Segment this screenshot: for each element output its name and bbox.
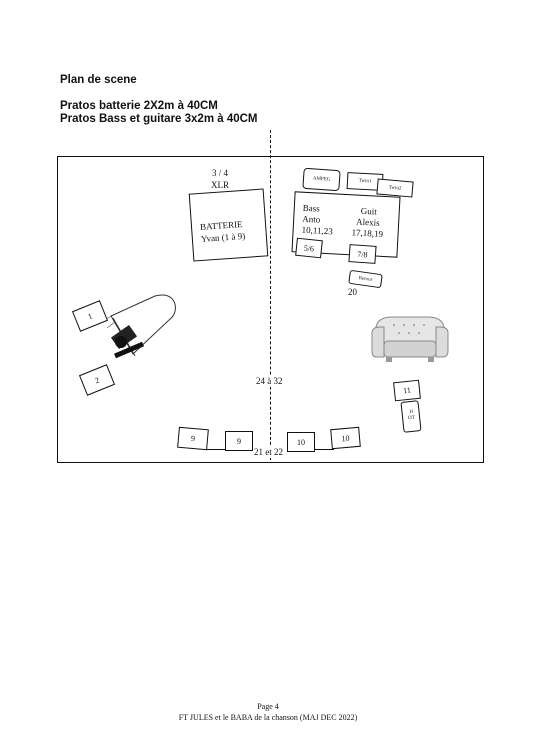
- xlr-label: XLR: [211, 180, 229, 190]
- drum-riser: BATTERIE Yvan (1 à 9): [188, 188, 269, 262]
- sofa-icon: [371, 316, 449, 362]
- ampeg-label: AMPEG: [312, 176, 331, 183]
- twin2-amp: Twin2: [376, 178, 414, 198]
- bottom-channels: 21 et 22: [254, 447, 283, 458]
- wedge-10-left: 10: [287, 432, 315, 452]
- document-footer: FT JULES et le BABA de la chanson (MAJ D…: [178, 713, 358, 722]
- hot-box-label-2: OT: [407, 415, 416, 422]
- box-5-6: 5/6: [295, 237, 323, 259]
- monitor-11-label: 11: [402, 385, 412, 396]
- wedge-9-left: 9: [177, 426, 209, 451]
- bass-label: Bass: [302, 202, 321, 214]
- xlr-number: 3 / 4: [211, 168, 228, 178]
- wedge-9-link: [206, 449, 226, 450]
- drum-riser-note: Pratos batterie 2X2m à 40CM: [60, 100, 218, 112]
- center-channels: 24 à 32: [256, 376, 283, 387]
- twin2-label: Twin2: [388, 184, 402, 192]
- wedge-9-right: 9: [225, 431, 253, 451]
- wedge-10-right: 10: [330, 426, 361, 450]
- wedge-10-link: [314, 449, 334, 450]
- box-7-8: 7/8: [348, 244, 377, 264]
- bass-channels: 10,11,23: [301, 224, 334, 237]
- piano-icon: [104, 294, 176, 359]
- channel-20: 20: [348, 287, 357, 297]
- stage-center-line: [270, 130, 271, 460]
- monitor-11: 11: [393, 379, 421, 402]
- wedge-10-left-label: 10: [297, 437, 305, 447]
- box-5-6-label: 5/6: [303, 242, 315, 254]
- ampeg-amp: AMPEG: [302, 167, 341, 192]
- hot-box: H OT: [400, 400, 422, 433]
- monitor-1-label: 1: [86, 311, 94, 321]
- bass-guitar-riser-note: Pratos Bass et guitare 3x2m à 40CM: [60, 113, 258, 125]
- page-number: Page 4: [257, 702, 279, 711]
- page-title: Plan de scene: [60, 74, 137, 86]
- guitar-label: Guit: [360, 205, 377, 217]
- wedge-9-left-label: 9: [190, 433, 196, 444]
- monitor-2-label: 2: [93, 375, 101, 385]
- retour-label: Retour: [358, 275, 373, 283]
- drum-riser-player: Yvan (1 à 9): [200, 230, 246, 244]
- guitar-channels: 17,18,19: [351, 227, 384, 239]
- twin1-label: Twin1: [358, 178, 372, 185]
- wedge-10-right-label: 10: [341, 433, 350, 443]
- wedge-9-right-label: 9: [237, 436, 241, 446]
- hot-box-label-1: H: [409, 409, 414, 416]
- box-7-8-label: 7/8: [357, 249, 368, 259]
